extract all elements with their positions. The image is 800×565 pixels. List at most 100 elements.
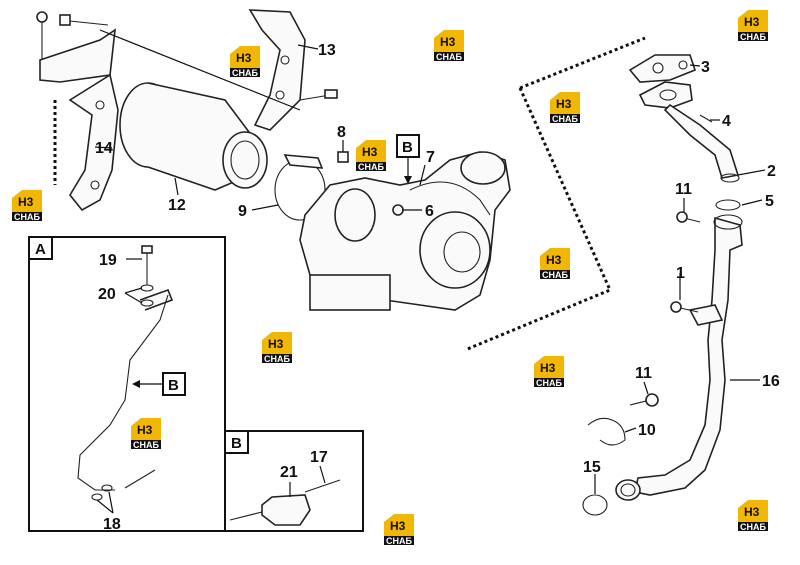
seal-5 — [715, 199, 741, 211]
logo-h3-text: H3 — [236, 51, 252, 65]
bolt-head — [324, 89, 338, 99]
logo-h3-text: H3 — [440, 35, 456, 49]
turbo-compressor-outlet — [443, 231, 481, 273]
logo-h3-text: H3 — [390, 519, 406, 533]
bolt-horizontal-head — [59, 14, 71, 26]
logo-h3-text: H3 — [556, 97, 572, 111]
watermark-layer: H3CHAБH3CHAБH3CHAБH3CHAБH3CHAБH3CHAБH3CH… — [12, 10, 768, 546]
callout-2: 2 — [767, 163, 776, 180]
logo-band — [738, 522, 768, 531]
ref-b-in-a-arrow — [132, 380, 140, 388]
oil-line-detail-a — [77, 294, 169, 491]
logo-h3-text: H3 — [268, 337, 284, 351]
logo-sub-text: CHAБ — [436, 52, 462, 62]
callout-5: 5 — [765, 193, 774, 210]
shield-hole — [95, 100, 105, 110]
leader-9 — [251, 204, 279, 211]
callout-17: 17 — [310, 449, 328, 466]
logo-badge — [434, 30, 464, 52]
logo-sub-text: CHAБ — [740, 522, 766, 532]
shield-hole — [275, 90, 285, 100]
dotted-outline-top — [519, 36, 646, 90]
detail-box-b-label: B — [231, 435, 242, 452]
leader-11b — [643, 381, 649, 395]
logo-sub-text: CHAБ — [133, 440, 159, 450]
logo-sub-text: CHAБ — [14, 212, 40, 222]
detail-box-b-tag — [224, 430, 249, 454]
logo-badge — [356, 140, 386, 162]
logo-badge — [262, 332, 292, 354]
dotted-outline-right — [464, 87, 612, 352]
bracket-upper-left — [39, 28, 116, 83]
callout-20: 20 — [98, 286, 116, 303]
line-detail-b — [229, 511, 263, 521]
shield-hole — [280, 55, 290, 65]
logo-sub-text: CHAБ — [536, 378, 562, 388]
logo-badge — [534, 356, 564, 378]
logo-sub-text: CHAБ — [552, 114, 578, 124]
logo-sub-text: CHAБ — [542, 270, 568, 280]
clamp-21 — [261, 494, 311, 526]
logo-h3-text: H3 — [744, 505, 760, 519]
o-ring-15 — [582, 494, 608, 516]
leader-5 — [741, 199, 763, 206]
logo-h3-text: H3 — [362, 145, 378, 159]
flange-port — [659, 89, 677, 101]
ref-b-marker-label: B — [402, 139, 413, 156]
logo-band — [230, 68, 260, 77]
callout-14: 14 — [95, 140, 113, 157]
fitting-6 — [392, 204, 404, 216]
clamp-bolt — [283, 154, 324, 169]
logo-sub-text: CHAБ — [740, 32, 766, 42]
logo-badge — [738, 500, 768, 522]
logo-h3-text: H3 — [137, 423, 153, 437]
pipe-2-end — [720, 173, 740, 183]
converter-outlet-inner — [230, 140, 260, 180]
detail-box-b — [224, 430, 364, 532]
shield-hole — [90, 180, 100, 190]
leader-2 — [737, 169, 766, 176]
leader-7 — [419, 164, 426, 186]
logo-badge — [12, 190, 42, 212]
logo-band — [738, 32, 768, 41]
callout-19: 19 — [99, 252, 117, 269]
logo-band — [384, 536, 414, 545]
callout-10: 10 — [638, 422, 656, 439]
heat-shield-13 — [248, 9, 306, 131]
detail-box-a-label: A — [35, 241, 46, 258]
logo-band — [12, 212, 42, 221]
callout-7: 7 — [426, 149, 435, 166]
callout-18: 18 — [103, 516, 121, 533]
callout-6: 6 — [425, 203, 434, 220]
callout-9: 9 — [238, 203, 247, 220]
logo-band — [540, 270, 570, 279]
washer-18a — [91, 493, 103, 501]
callout-21: 21 — [280, 464, 298, 481]
pipe-16-end — [615, 479, 641, 501]
leader-20b — [124, 292, 143, 304]
turbo-mount-flange — [309, 274, 391, 311]
logo-sub-text: CHAБ — [386, 536, 412, 546]
logo-h3-text: H3 — [18, 195, 34, 209]
oil-line-7 — [409, 181, 491, 216]
callout-8: 8 — [337, 124, 346, 141]
callout-3: 3 — [701, 59, 710, 76]
logo-h3-text: H3 — [744, 15, 760, 29]
leader-14 — [94, 146, 113, 149]
logo-sub-text: CHAБ — [232, 68, 258, 78]
leader-10 — [624, 427, 637, 433]
turbo-compressor-housing — [419, 211, 491, 289]
turbo-turbine-housing — [334, 188, 376, 242]
detail-box-a — [28, 236, 226, 532]
logo-band — [356, 162, 386, 171]
converter-outlet — [222, 131, 268, 189]
